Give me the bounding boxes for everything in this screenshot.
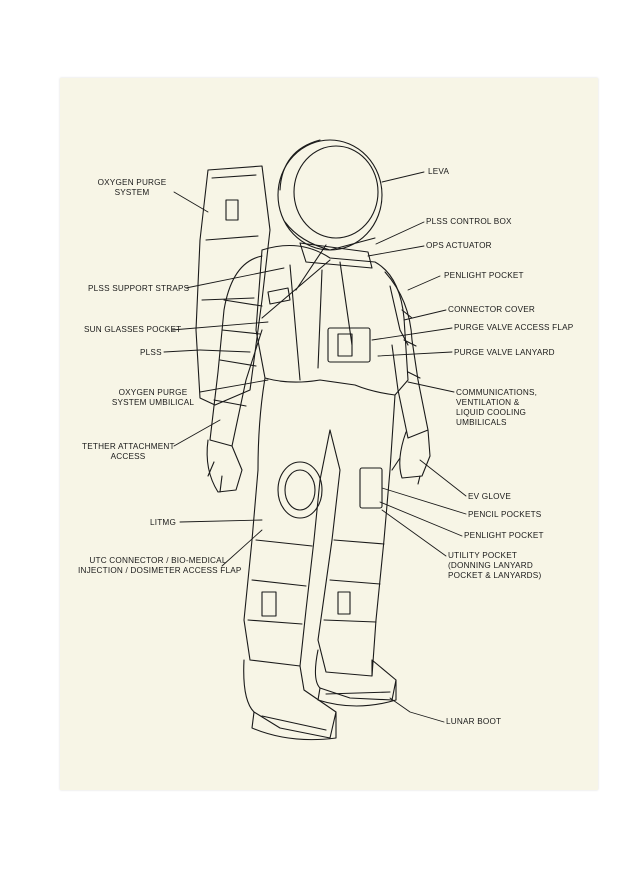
- label-oxygen-purge-system: OXYGEN PURGE SYSTEM: [97, 178, 167, 197]
- label-pencil-pockets: PENCIL POCKETS: [468, 510, 542, 519]
- label-leva: LEVA: [428, 167, 450, 176]
- label-lunar-boot: LUNAR BOOT: [446, 717, 502, 726]
- label-connector-cover: CONNECTOR COVER: [448, 305, 536, 314]
- label-penlight-pocket-upper: PENLIGHT POCKET: [444, 271, 524, 280]
- label-ops-actuator: OPS ACTUATOR: [426, 241, 492, 250]
- label-utc-connector: UTC CONNECTOR / BIO-MEDICAL INJECTION / …: [78, 556, 242, 575]
- right-arm: [384, 271, 431, 485]
- label-plss: PLSS: [140, 348, 162, 357]
- label-sun-glasses-pocket: SUN GLASSES POCKET: [84, 325, 182, 334]
- label-penlight-pocket-lower: PENLIGHT POCKET: [464, 531, 544, 540]
- lunar-boots: [243, 649, 397, 741]
- label-communications-umbilicals: COMMUNICATIONS, VENTILATION & LIQUID COO…: [456, 388, 538, 427]
- label-purge-valve-access-flap: PURGE VALVE ACCESS FLAP: [454, 323, 574, 332]
- helmet: [277, 139, 383, 269]
- legs: [243, 377, 396, 677]
- leader-lines: [163, 171, 467, 723]
- label-tether-attachment-access: TETHER ATTACHMENT ACCESS: [82, 442, 175, 461]
- left-arm: [206, 255, 263, 493]
- label-purge-valve-lanyard: PURGE VALVE LANYARD: [454, 348, 555, 357]
- label-utility-pocket: UTILITY POCKET (DONNING LANYARD POCKET &…: [448, 551, 542, 580]
- torso: [255, 244, 409, 396]
- label-plss-support-straps: PLSS SUPPORT STRAPS: [88, 284, 190, 293]
- label-plss-control-box: PLSS CONTROL BOX: [426, 217, 512, 226]
- label-oxygen-purge-system-umbilical: OXYGEN PURGE SYSTEM UMBILICAL: [111, 388, 195, 407]
- plss-backpack: [195, 165, 271, 406]
- label-litmg: LITMG: [150, 518, 177, 527]
- label-ev-glove: EV GLOVE: [468, 492, 512, 501]
